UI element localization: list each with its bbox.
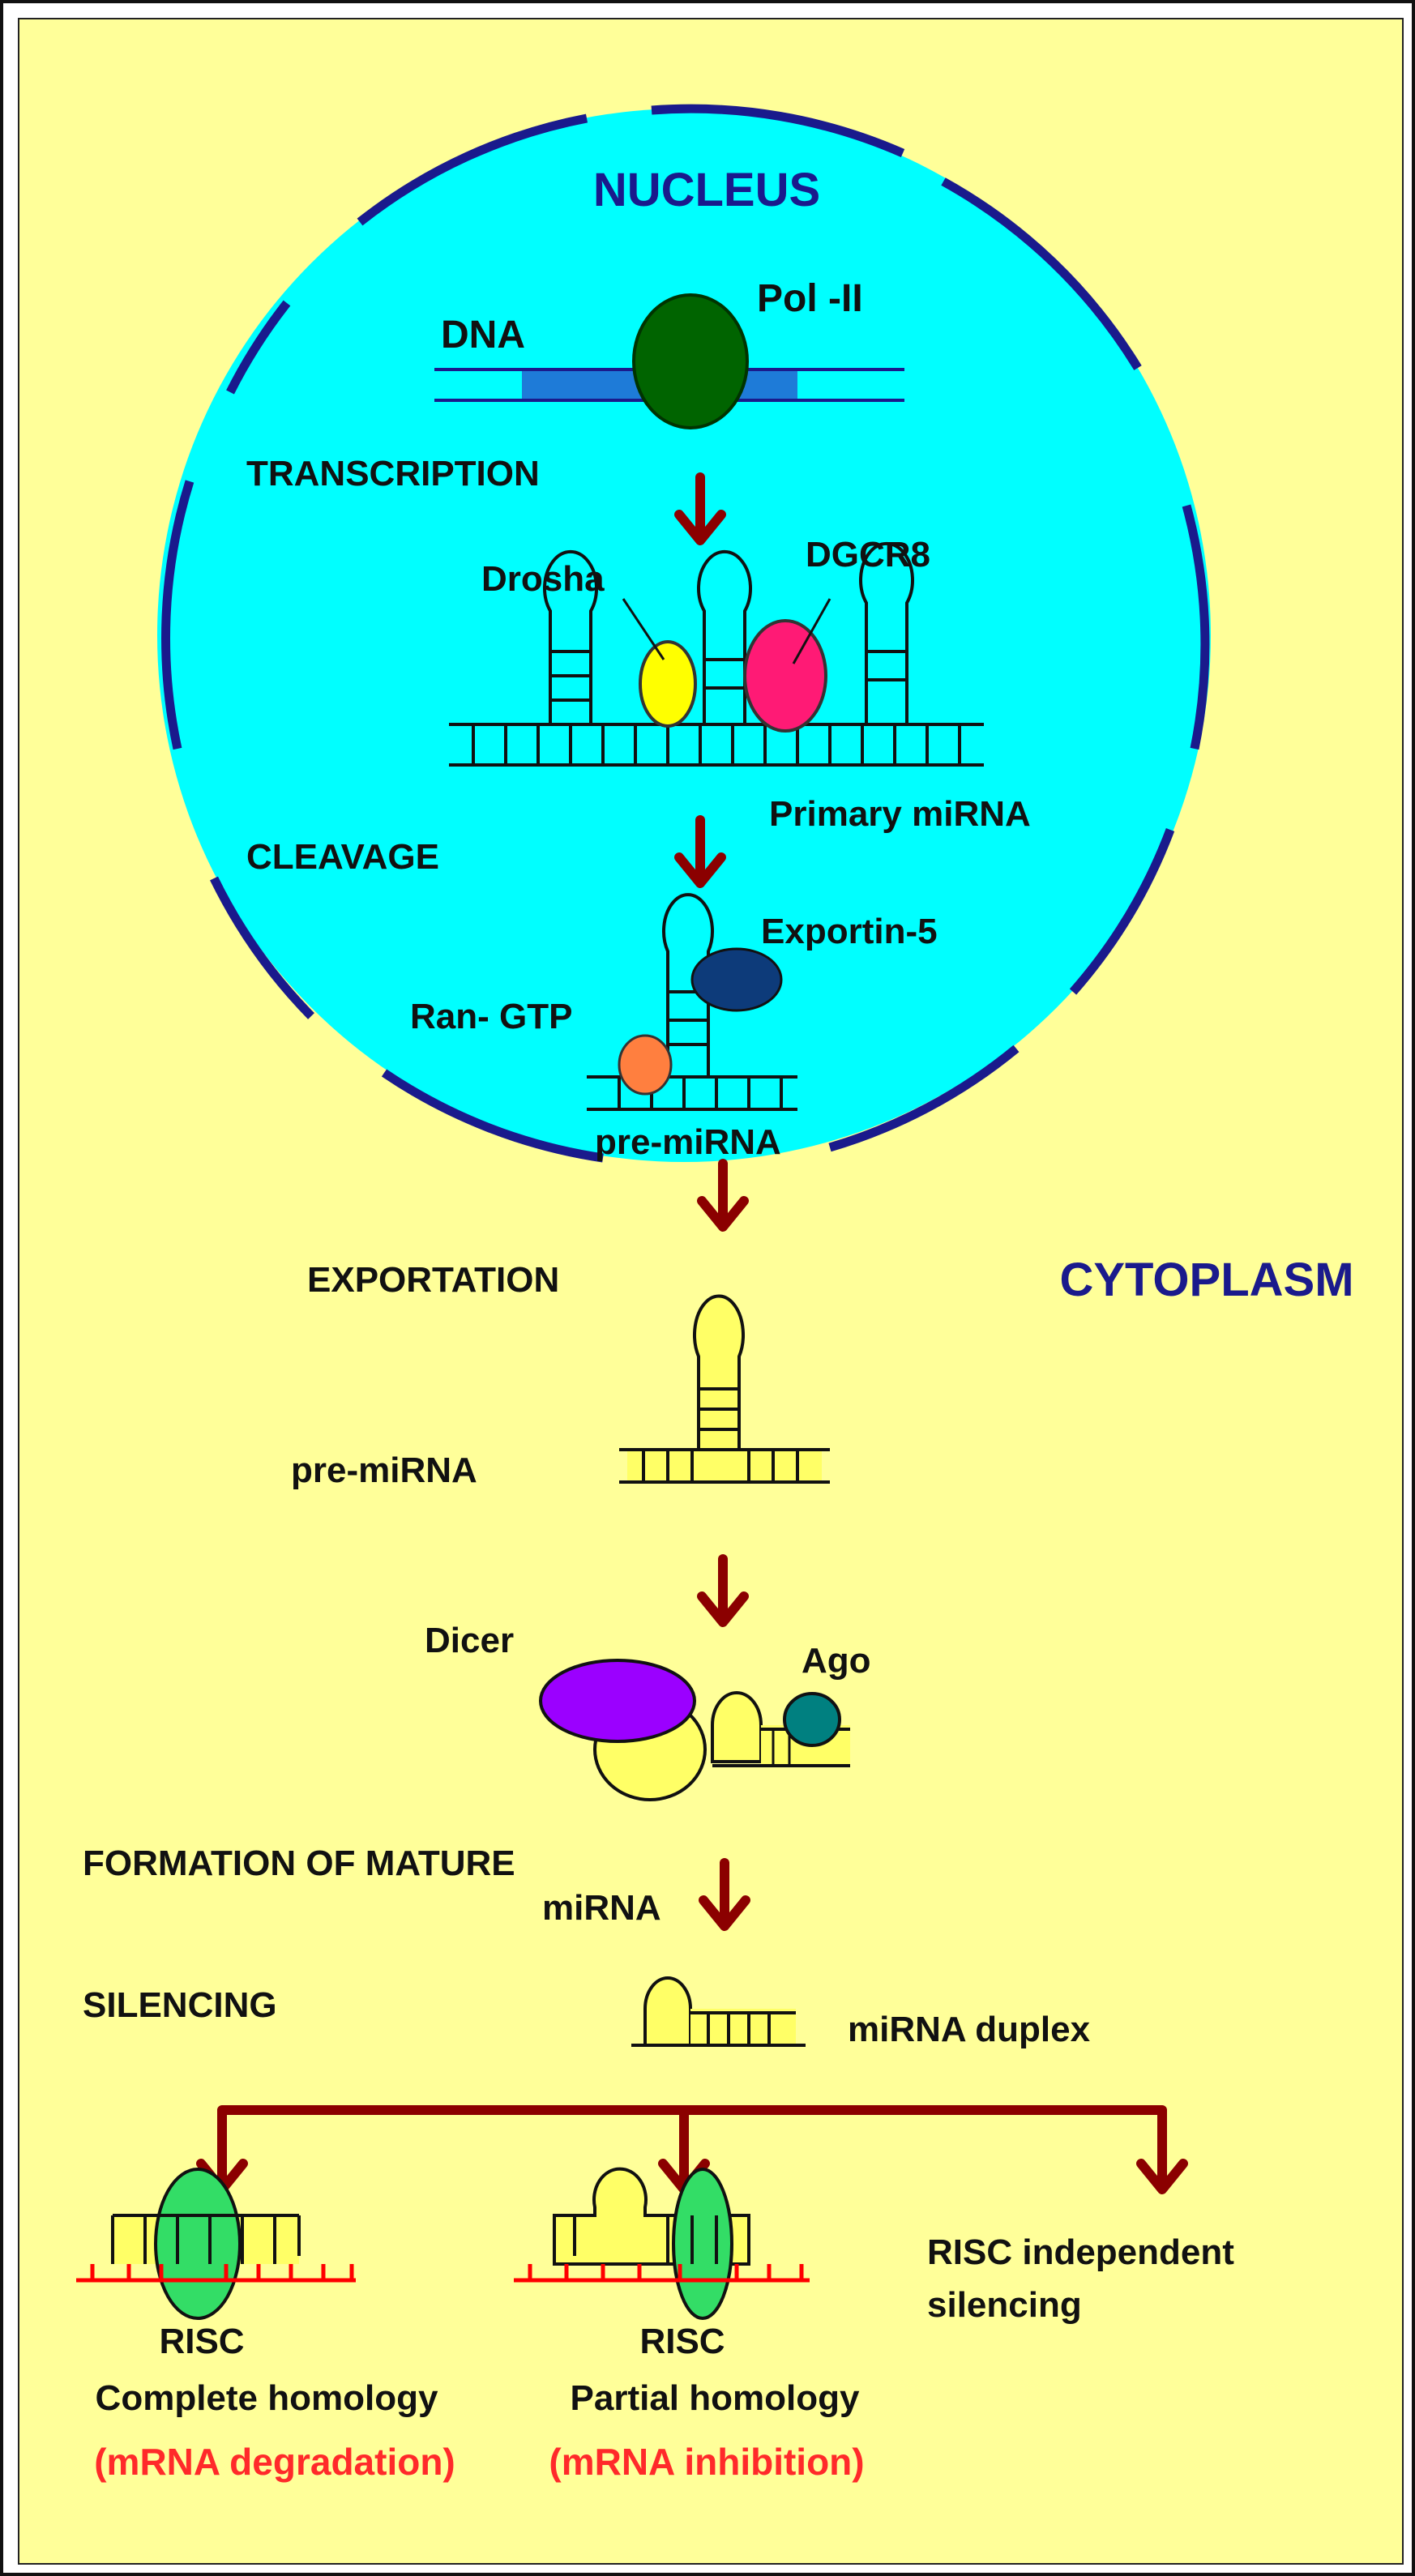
mirna-duplex-structure: [631, 1976, 806, 2047]
exportin5-protein: [690, 947, 783, 1012]
mrna-degradation-label: (mRNA degradation): [94, 2441, 455, 2483]
cleavage-label: CLEAVAGE: [246, 837, 439, 877]
dna-label: DNA: [441, 314, 525, 357]
formation-label-line1: FORMATION OF MATURE: [83, 1843, 515, 1883]
pre-mirna-nucleus-label: pre-miRNA: [595, 1122, 781, 1162]
dicer-complex: [539, 1659, 850, 1801]
arrow-branch-independent: [1141, 2126, 1183, 2189]
arrow-dicer: [702, 1559, 744, 1622]
silencing-branches: [217, 2105, 1167, 2172]
formation-label-line2: miRNA: [542, 1888, 661, 1928]
risc-independent-label-line1: RISC independent: [927, 2232, 1234, 2272]
primary-mirna-label: Primary miRNA: [769, 794, 1031, 834]
partial-homology-label: Partial homology: [571, 2378, 860, 2418]
risc-label-partial: RISC: [639, 2322, 725, 2361]
mirna-biogenesis-diagram: NUCLEUS DNA Pol -II TRANSCRIPTION: [18, 18, 1404, 2565]
pre-mirna-cytoplasm-structure: [619, 1294, 830, 1484]
risc-label-complete: RISC: [159, 2322, 244, 2361]
complete-homology-label: Complete homology: [96, 2378, 438, 2418]
risc-independent-label-line2: silencing: [927, 2285, 1082, 2325]
nucleus: [157, 104, 1211, 1163]
complete-homology-structure: [76, 2168, 356, 2320]
ago-label: Ago: [802, 1641, 871, 1681]
drosha-pointer: [622, 598, 665, 660]
risc-complex-partial: [672, 2168, 733, 2320]
mrna-target-complete: [76, 2264, 356, 2283]
primary-mirna: [449, 541, 984, 767]
exportation-label: EXPORTATION: [307, 1260, 559, 1300]
silencing-label: SILENCING: [83, 1985, 277, 2025]
ago-protein: [783, 1692, 841, 1747]
cytoplasm-label: CYTOPLASM: [1059, 1254, 1353, 1306]
pre-mirna-cytoplasm-label: pre-miRNA: [291, 1450, 477, 1490]
dgcr8-label: DGCR8: [806, 535, 930, 575]
mrna-target-partial: [514, 2264, 810, 2283]
mrna-inhibition-label: (mRNA inhibition): [549, 2441, 864, 2483]
dicer-enzyme: [539, 1659, 696, 1743]
ran-gtp-label: Ran- GTP: [410, 997, 572, 1036]
nuclear-envelope: [161, 104, 1210, 1163]
mirna-duplex-label: miRNA duplex: [848, 2010, 1091, 2049]
drosha-enzyme: [639, 640, 697, 728]
pol2-label: Pol -II: [757, 277, 863, 320]
exportin5-label: Exportin-5: [761, 912, 938, 951]
dgcr8-pointer: [792, 598, 831, 664]
dicer-label: Dicer: [425, 1621, 514, 1660]
risc-complex-complete: [154, 2168, 242, 2320]
ran-gtp-protein: [618, 1034, 673, 1096]
nucleus-label: NUCLEUS: [593, 164, 820, 216]
diagram-canvas: NUCLEUS DNA Pol -II TRANSCRIPTION: [76, 104, 1354, 2483]
arrow-formation: [703, 1863, 746, 1926]
transcription-label: TRANSCRIPTION: [246, 454, 540, 493]
arrow-exportation: [702, 1164, 744, 1227]
nucleus-body: [157, 109, 1211, 1162]
dgcr8-protein: [743, 619, 827, 733]
pol2-enzyme: [632, 293, 749, 429]
drosha-label: Drosha: [481, 559, 605, 599]
partial-homology-structure: [514, 2167, 810, 2320]
